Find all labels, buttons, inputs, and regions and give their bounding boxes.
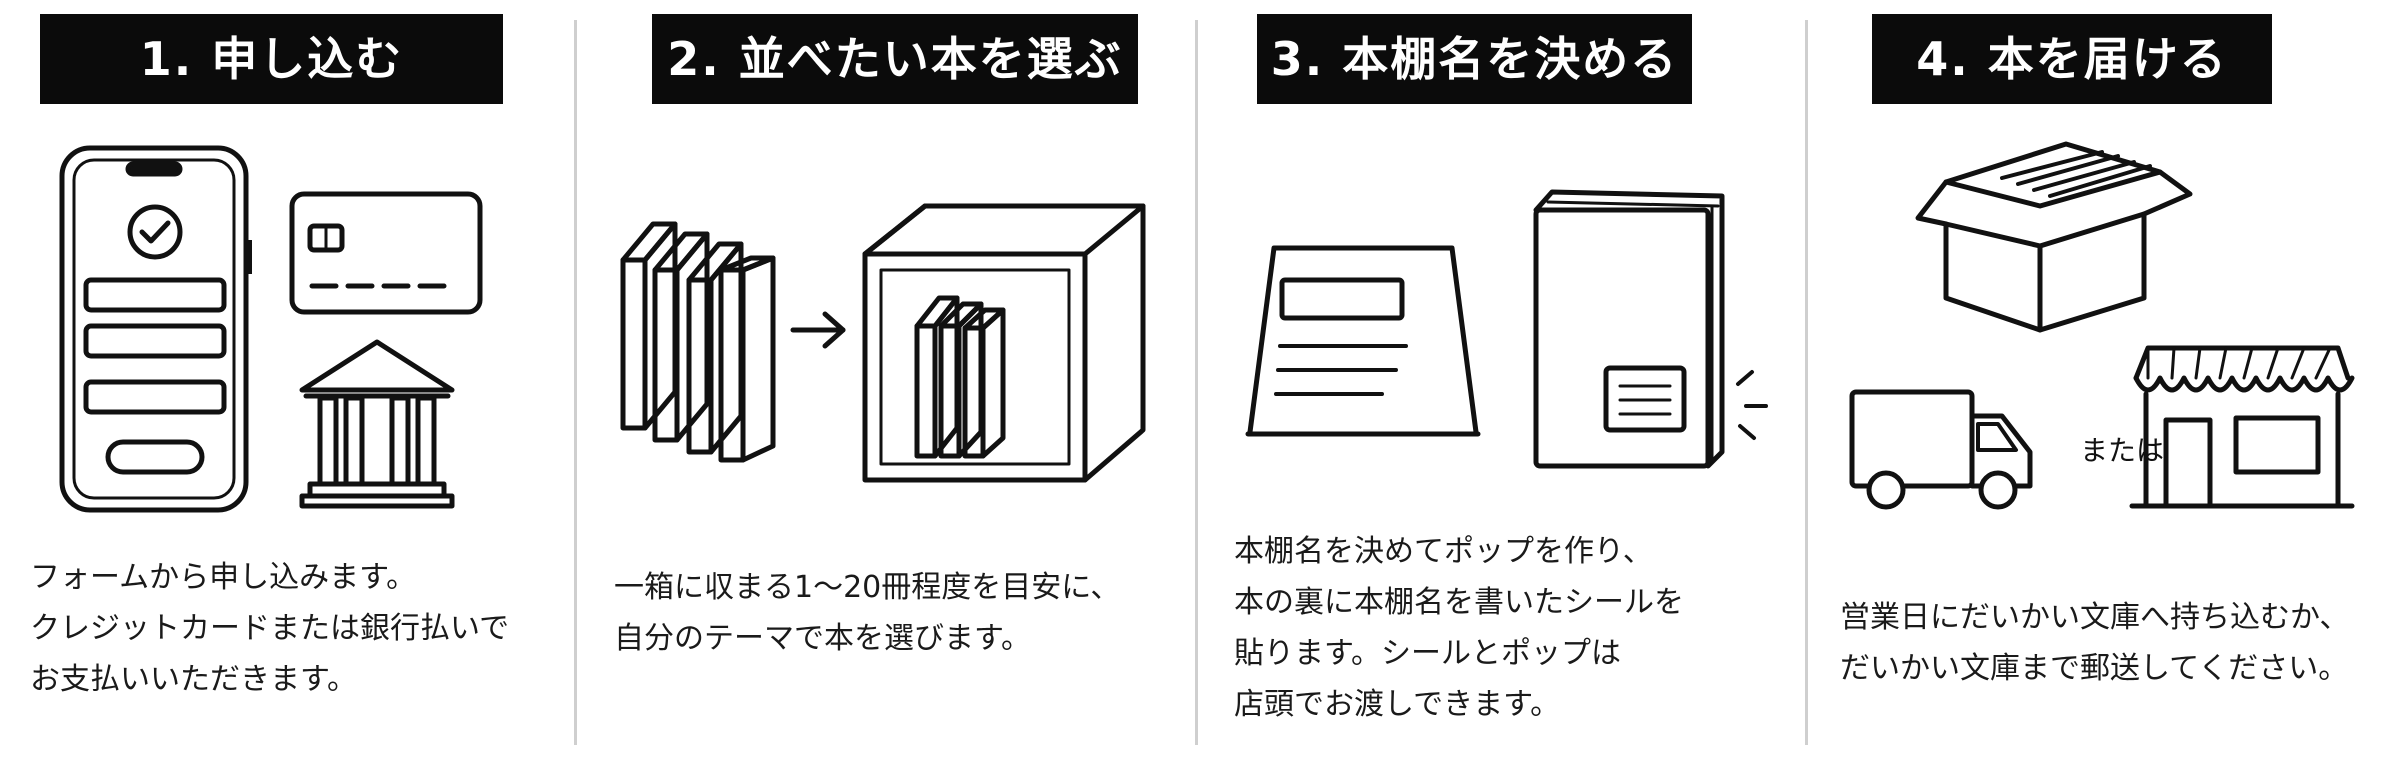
description-line: 貼ります。シールとポップは bbox=[1234, 636, 1621, 671]
description-line: フォームから申し込みます。 bbox=[30, 560, 417, 595]
description-line: お支払いいただきます。 bbox=[30, 662, 357, 697]
panel-divider bbox=[1805, 20, 1808, 745]
description-line: 本棚名を決めてポップを作り、 bbox=[1234, 534, 1653, 569]
step-description-1: フォームから申し込みます。 クレジットカードまたは銀行払いで お支払いいただきま… bbox=[30, 552, 509, 705]
step-title-3: 3. 本棚名を決める bbox=[1257, 14, 1692, 104]
panel-divider bbox=[574, 20, 577, 745]
panel-divider bbox=[1195, 20, 1198, 745]
books-icon bbox=[620, 221, 776, 463]
step-illustration-3 bbox=[1196, 120, 1806, 520]
step-title-4: 4. 本を届ける bbox=[1872, 14, 2272, 104]
step-description-4: 営業日にだいかい文庫へ持ち込むか、 だいかい文庫まで郵送してください。 bbox=[1840, 592, 2349, 694]
credit-card-icon bbox=[289, 191, 483, 315]
step-title-2: 2. 並べたい本を選ぶ bbox=[652, 14, 1138, 104]
book-with-sticker-icon bbox=[1533, 189, 1768, 469]
step-description-3: 本棚名を決めてポップを作り、 本の裏に本棚名を書いたシールを 貼ります。シールと… bbox=[1234, 526, 1684, 730]
step-title-1: 1. 申し込む bbox=[40, 14, 503, 104]
step-panel-4: 4. 本を届ける または bbox=[1806, 0, 2384, 760]
bank-icon bbox=[299, 339, 455, 509]
description-line: 自分のテーマで本を選びます。 bbox=[614, 621, 1031, 656]
step-illustration-4: または bbox=[1806, 120, 2384, 520]
or-label: または bbox=[2080, 434, 2164, 467]
step-panel-3: 3. 本棚名を決める 本棚名 bbox=[1196, 0, 1806, 760]
description-line: だいかい文庫まで郵送してください。 bbox=[1840, 651, 2349, 686]
description-line: 一箱に収まる1～20冊程度を目安に、 bbox=[614, 570, 1121, 605]
delivery-truck-icon bbox=[1849, 389, 2033, 510]
pop-stand-icon bbox=[1245, 245, 1481, 437]
step-illustration-2 bbox=[575, 120, 1196, 520]
step-panel-1: 1. 申し込む bbox=[0, 0, 575, 760]
step-panel-2: 2. 並べたい本を選ぶ bbox=[575, 0, 1196, 760]
cardboard-box-icon bbox=[1915, 141, 2193, 333]
step-illustration-1 bbox=[0, 120, 575, 520]
storefront-icon bbox=[2129, 345, 2355, 509]
description-line: 本の裏に本棚名を書いたシールを bbox=[1234, 585, 1684, 620]
description-line: 店頭でお渡しできます。 bbox=[1234, 687, 1561, 722]
bookshelf-box-icon bbox=[862, 203, 1146, 483]
description-line: 営業日にだいかい文庫へ持ち込むか、 bbox=[1840, 600, 2350, 635]
description-line: クレジットカードまたは銀行払いで bbox=[30, 611, 510, 646]
smartphone-form-icon bbox=[59, 145, 252, 513]
step-description-2: 一箱に収まる1～20冊程度を目安に、 自分のテーマで本を選びます。 bbox=[614, 562, 1120, 664]
arrow-right-icon bbox=[790, 311, 846, 349]
